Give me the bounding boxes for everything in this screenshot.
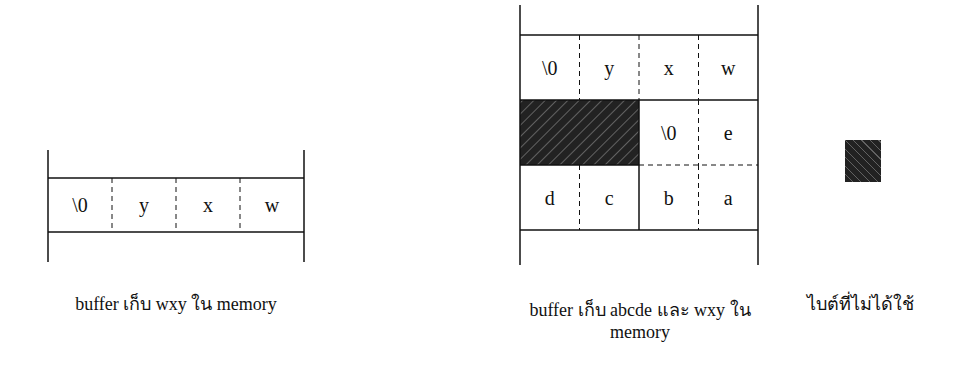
memory-middle (520, 5, 758, 265)
memory-byte: c (605, 186, 614, 210)
memory-byte: \0 (542, 56, 558, 80)
figure-caption: buffer เก็บ abcde และ wxy ใน memory (525, 300, 755, 343)
legend-swatch (845, 140, 881, 182)
figure-caption: buffer เก็บ wxy ใน memory (16, 294, 336, 316)
memory-byte: w (265, 193, 279, 217)
memory-byte: w (721, 56, 735, 80)
memory-byte: \0 (661, 121, 677, 145)
memory-byte: x (203, 193, 213, 217)
memory-byte: \0 (72, 193, 88, 217)
legend-text: ไบต์ที่ไม่ได้ใช้ (807, 294, 914, 316)
memory-byte: a (724, 186, 733, 210)
memory-left (48, 150, 304, 262)
memory-byte: d (545, 186, 555, 210)
memory-byte: x (664, 56, 674, 80)
memory-byte: b (664, 186, 674, 210)
memory-byte: y (604, 56, 614, 80)
unused-bytes (520, 100, 639, 165)
memory-byte: e (724, 121, 733, 145)
memory-byte: y (139, 193, 149, 217)
